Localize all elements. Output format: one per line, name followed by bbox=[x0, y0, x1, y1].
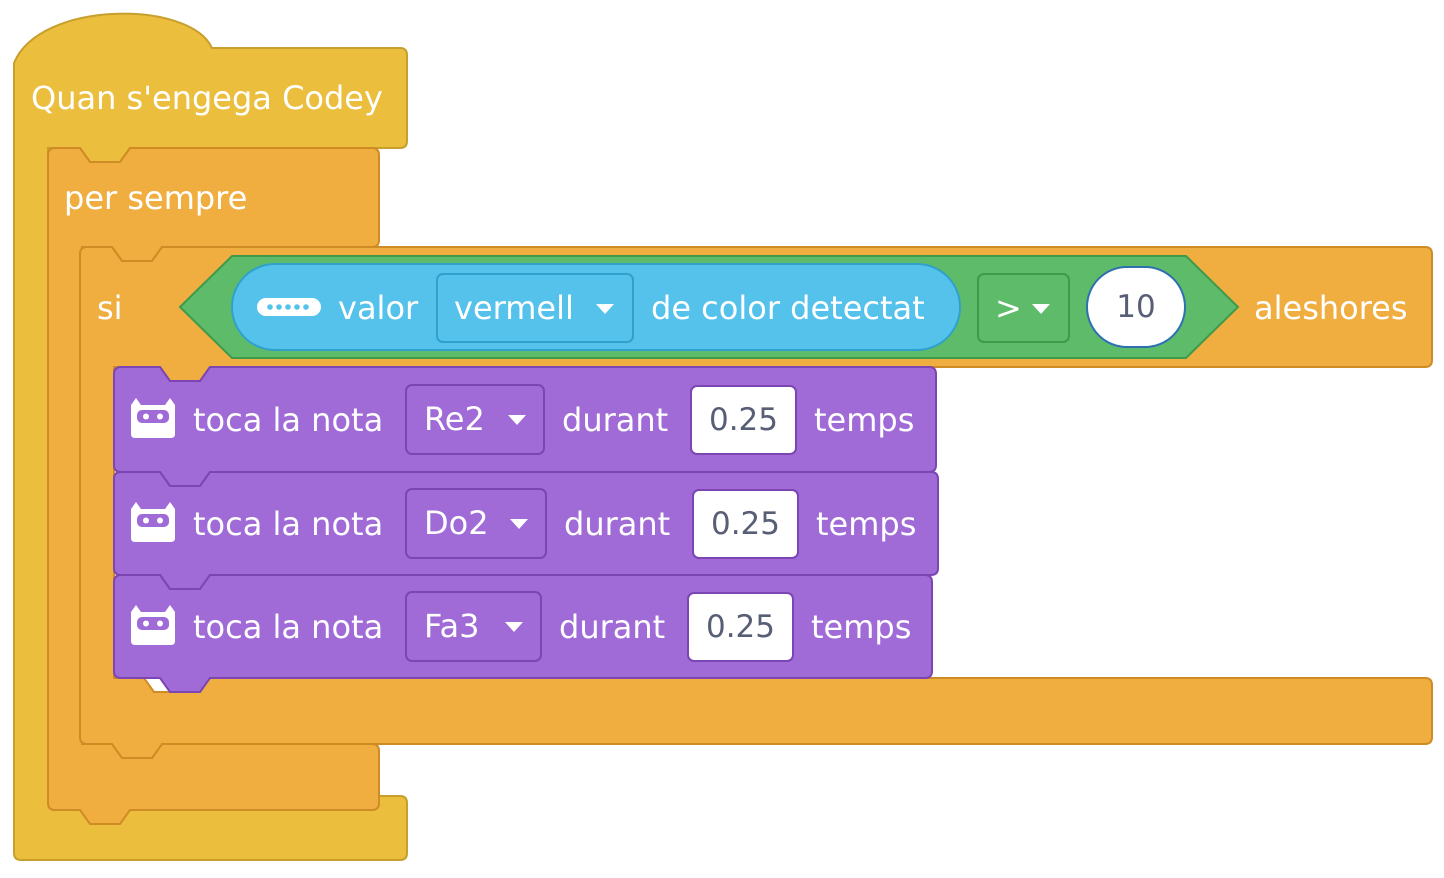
sensor-suffix-label: de color detectat bbox=[651, 289, 925, 327]
note-block-label: toca la nota bbox=[193, 608, 384, 646]
duration-input[interactable]: 0.25 bbox=[690, 385, 797, 455]
forever-block[interactable] bbox=[47, 147, 380, 825]
chevron-down-icon bbox=[505, 622, 523, 632]
duration-input[interactable]: 0.25 bbox=[692, 489, 799, 559]
operator-value: > bbox=[995, 289, 1022, 327]
duration-value: 0.25 bbox=[705, 609, 776, 645]
sensor-icon bbox=[257, 298, 321, 316]
codey-robot-icon bbox=[131, 605, 175, 645]
threshold-input[interactable]: 10 bbox=[1086, 266, 1186, 348]
chevron-down-icon bbox=[510, 519, 528, 529]
unit-label: temps bbox=[814, 401, 915, 439]
if-label: si bbox=[97, 289, 123, 327]
sensor-value-label: valor bbox=[338, 289, 419, 327]
color-option-value: vermell bbox=[454, 289, 574, 327]
forever-block-label: per sempre bbox=[64, 179, 248, 217]
duration-value: 0.25 bbox=[708, 402, 779, 438]
duration-input[interactable]: 0.25 bbox=[687, 592, 794, 662]
duration-value: 0.25 bbox=[710, 506, 781, 542]
note-block-label: toca la nota bbox=[193, 505, 384, 543]
during-label: durant bbox=[564, 505, 671, 543]
then-label: aleshores bbox=[1254, 289, 1408, 327]
note-dropdown[interactable]: Fa3 bbox=[405, 591, 542, 662]
unit-label: temps bbox=[811, 608, 912, 646]
unit-label: temps bbox=[816, 505, 917, 543]
during-label: durant bbox=[562, 401, 669, 439]
note-value: Re2 bbox=[424, 400, 485, 438]
hat-block[interactable] bbox=[13, 12, 408, 861]
operator-dropdown[interactable]: > bbox=[977, 273, 1070, 343]
chevron-down-icon bbox=[596, 304, 614, 314]
chevron-down-icon bbox=[1032, 304, 1050, 314]
note-block-label: toca la nota bbox=[193, 401, 384, 439]
during-label: durant bbox=[559, 608, 666, 646]
codey-robot-icon bbox=[131, 502, 175, 542]
note-value: Do2 bbox=[424, 504, 489, 542]
codey-robot-icon bbox=[131, 398, 175, 438]
note-value: Fa3 bbox=[424, 607, 480, 645]
threshold-value: 10 bbox=[1116, 289, 1156, 325]
color-option-dropdown[interactable]: vermell bbox=[436, 273, 634, 343]
chevron-down-icon bbox=[508, 415, 526, 425]
note-dropdown[interactable]: Do2 bbox=[405, 488, 547, 559]
note-dropdown[interactable]: Re2 bbox=[405, 384, 545, 455]
hat-block-label: Quan s'engega Codey bbox=[31, 79, 383, 117]
